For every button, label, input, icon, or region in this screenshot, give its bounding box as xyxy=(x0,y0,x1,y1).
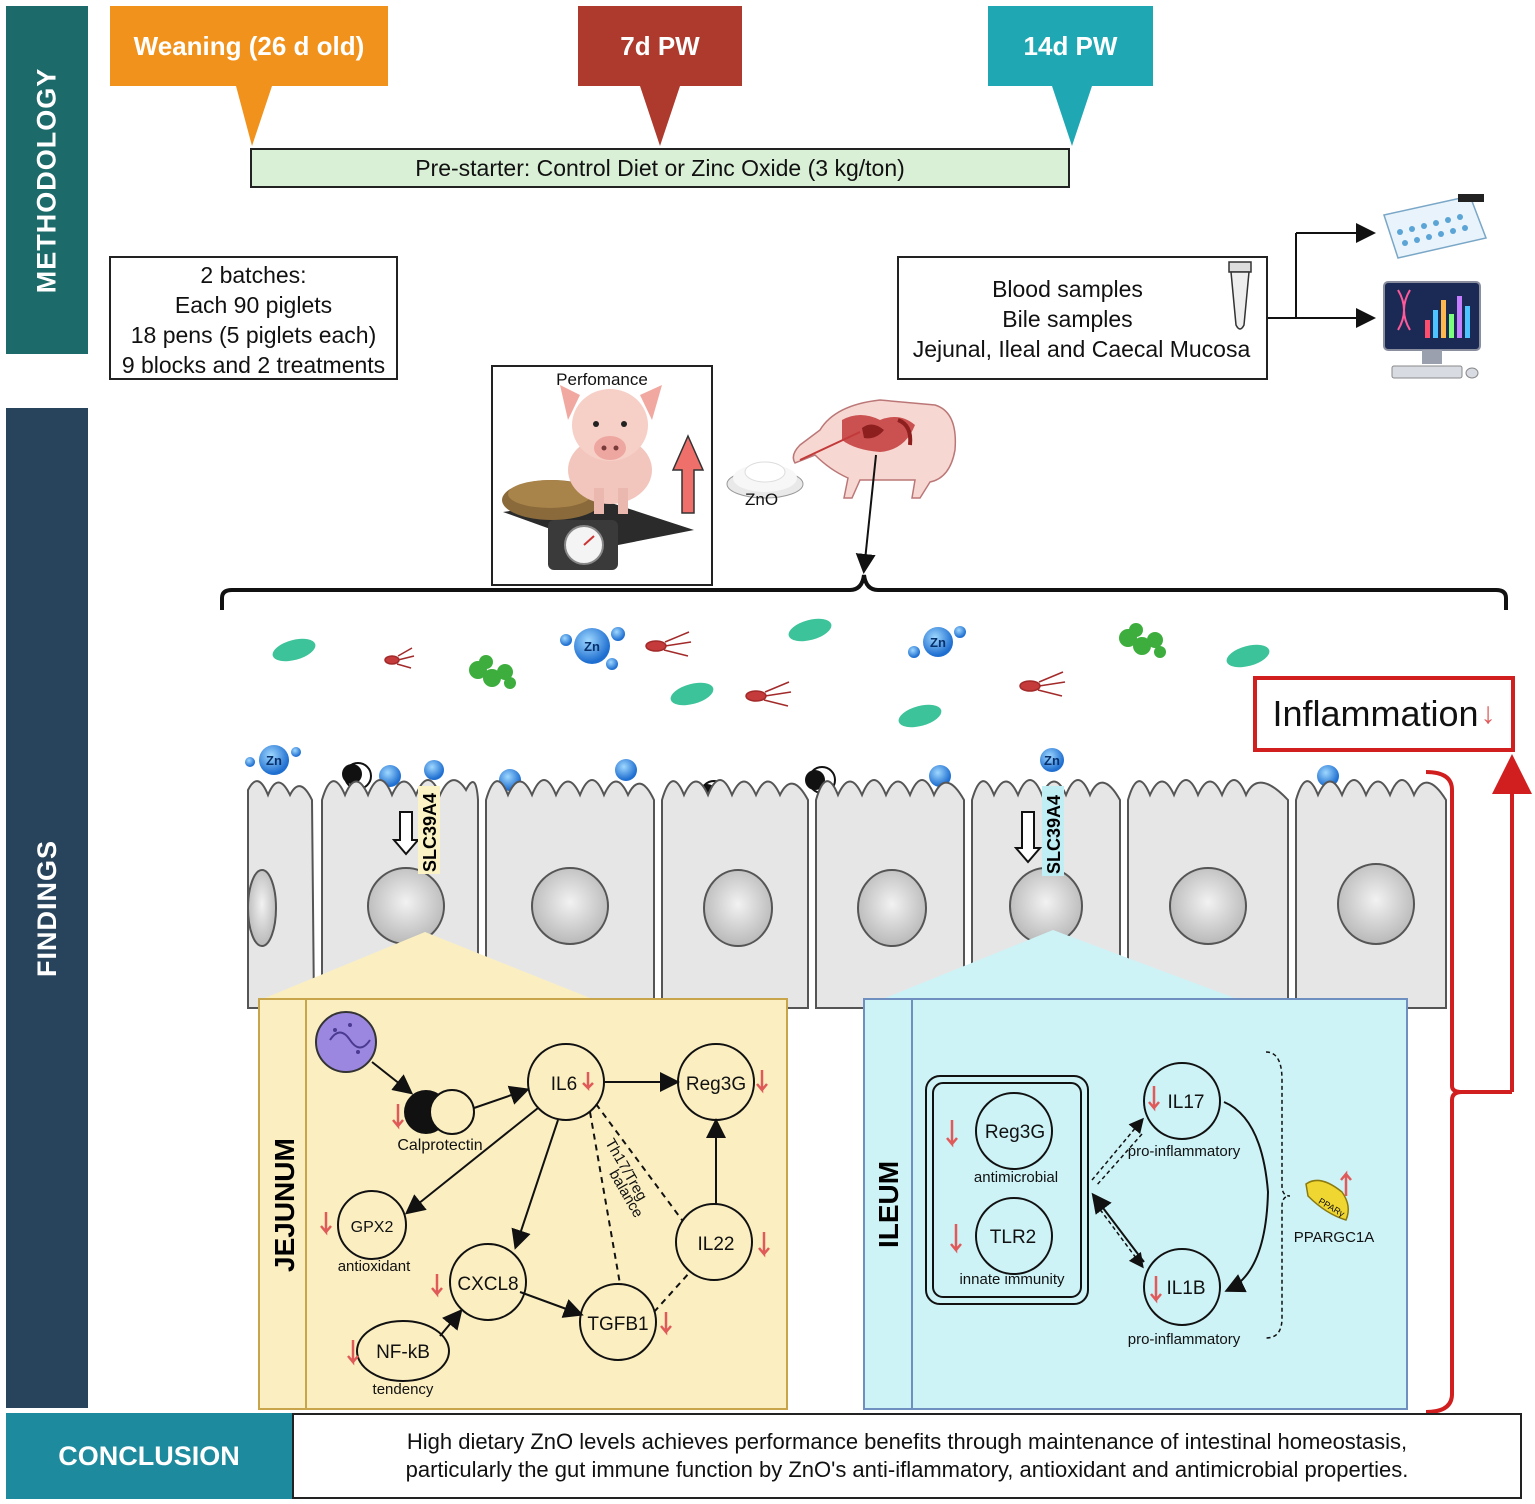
findings-sidebar: FINDINGS xyxy=(6,408,88,1408)
findings-bracket xyxy=(220,574,1508,610)
calprotectin-label: Calprotectin xyxy=(397,1137,482,1154)
performance-label: Perfomance xyxy=(556,370,648,389)
tendency-label: tendency xyxy=(373,1381,434,1398)
conclusion-line-1: High dietary ZnO levels achieves perform… xyxy=(406,1429,1408,1454)
performance-up-arrow xyxy=(671,434,705,514)
samples-line-3: Jejunal, Ileal and Caecal Mucosa xyxy=(912,336,1251,362)
proinflammatory-label-2: pro-inflammatory xyxy=(1128,1331,1241,1348)
slc39a4-ileum-label: SLC39A4 xyxy=(1044,795,1064,874)
samples-line-2: Bile samples xyxy=(1002,306,1133,332)
tgfb1-node: TGFB1 xyxy=(587,1314,648,1335)
gpx2-node: GPX2 xyxy=(351,1219,394,1236)
svg-text:Zn: Zn xyxy=(1044,753,1060,768)
ileum-callout xyxy=(880,930,1240,1000)
conclusion-sidebar: CONCLUSION xyxy=(6,1413,292,1499)
inflammation-box: Inflammation ↓ xyxy=(1253,676,1515,752)
zn-labels: Zn Zn Zn Zn xyxy=(266,635,1060,768)
samples-box: Blood samples Bile samples Jejunal, Ilea… xyxy=(897,256,1268,380)
diet-timeline-text: Pre-starter: Control Diet or Zinc Oxide … xyxy=(415,154,905,181)
pw7-flag: 7d PW xyxy=(620,30,700,61)
zno-bowl-icon xyxy=(726,461,804,499)
slc39a4-ileum-marker xyxy=(1013,786,1064,876)
il17-node: IL17 xyxy=(1168,1092,1205,1113)
zno-label: ZnO xyxy=(745,490,779,509)
tlr2-node: TLR2 xyxy=(990,1227,1036,1248)
innate-immunity-label: innate immunity xyxy=(959,1271,1065,1288)
jejunum-title: JEJUNUM xyxy=(269,1138,300,1272)
pig-anatomy-image xyxy=(792,399,957,499)
design-line-1: 2 batches: xyxy=(200,262,307,288)
jejunum-network xyxy=(315,1011,770,1382)
sample-tube-icon xyxy=(1228,261,1252,330)
reg3g-jejunum-node: Reg3G xyxy=(686,1074,746,1095)
antimicrobial-label: antimicrobial xyxy=(974,1169,1058,1186)
proinflammatory-label-1: pro-inflammatory xyxy=(1128,1143,1241,1160)
inflammation-down-arrow: ↓ xyxy=(1480,697,1496,730)
computer-analysis-icon xyxy=(1383,281,1481,379)
il1b-node: IL1B xyxy=(1166,1278,1205,1299)
weaning-flag: Weaning (26 d old) xyxy=(133,30,365,61)
cxcl8-node: CXCL8 xyxy=(457,1274,518,1295)
conclusion-line-2: particularly the gut immune function by … xyxy=(405,1457,1409,1482)
il22-node: IL22 xyxy=(698,1234,735,1255)
antioxidant-label: antioxidant xyxy=(338,1258,411,1275)
conclusion-box: High dietary ZnO levels achieves perform… xyxy=(292,1413,1522,1499)
inflammation-label: Inflammation xyxy=(1272,693,1479,734)
ileum-labels: Reg3G antimicrobial TLR2 innate immunity… xyxy=(959,1092,1374,1348)
ppargc1a-label: PPARGC1A xyxy=(1294,1229,1375,1246)
microbes xyxy=(272,618,1270,728)
elisa-plate-icon xyxy=(1383,194,1488,259)
methodology-sidebar: METHODOLOGY xyxy=(6,6,88,354)
ileum-network xyxy=(925,1051,1352,1339)
slc39a4-jejunum-label: SLC39A4 xyxy=(420,793,440,872)
pw14-flag: 14d PW xyxy=(1023,30,1118,61)
piglet-on-scale-image xyxy=(502,385,694,570)
cell-nuclei xyxy=(247,863,1415,947)
nfkb-node: NF-kB xyxy=(376,1342,430,1363)
study-design-box: 2 batches: Each 90 piglets 18 pens (5 pi… xyxy=(109,256,398,380)
ileum-title: ILEUM xyxy=(873,1161,904,1248)
jejunum-callout xyxy=(260,932,595,1000)
conclusion-label: CONCLUSION xyxy=(58,1440,240,1471)
samples-line-1: Blood samples xyxy=(992,276,1143,302)
design-line-4: 9 blocks and 2 treatments xyxy=(121,352,386,378)
reg3g-ileum-node: Reg3G xyxy=(985,1122,1045,1143)
design-line-3: 18 pens (5 piglets each) xyxy=(130,322,377,348)
sample-arrows xyxy=(1268,223,1376,328)
svg-text:Zn: Zn xyxy=(930,635,946,650)
timeline-flags xyxy=(110,6,1153,146)
design-line-2: Each 90 piglets xyxy=(174,292,333,318)
inflammation-feedback-arrow xyxy=(1425,754,1532,1414)
svg-text:Zn: Zn xyxy=(266,753,282,768)
il6-node: IL6 xyxy=(551,1074,577,1095)
slc39a4-jejunum-marker xyxy=(391,786,440,874)
svg-text:Zn: Zn xyxy=(584,639,600,654)
diet-timeline-bar: Pre-starter: Control Diet or Zinc Oxide … xyxy=(250,148,1070,188)
